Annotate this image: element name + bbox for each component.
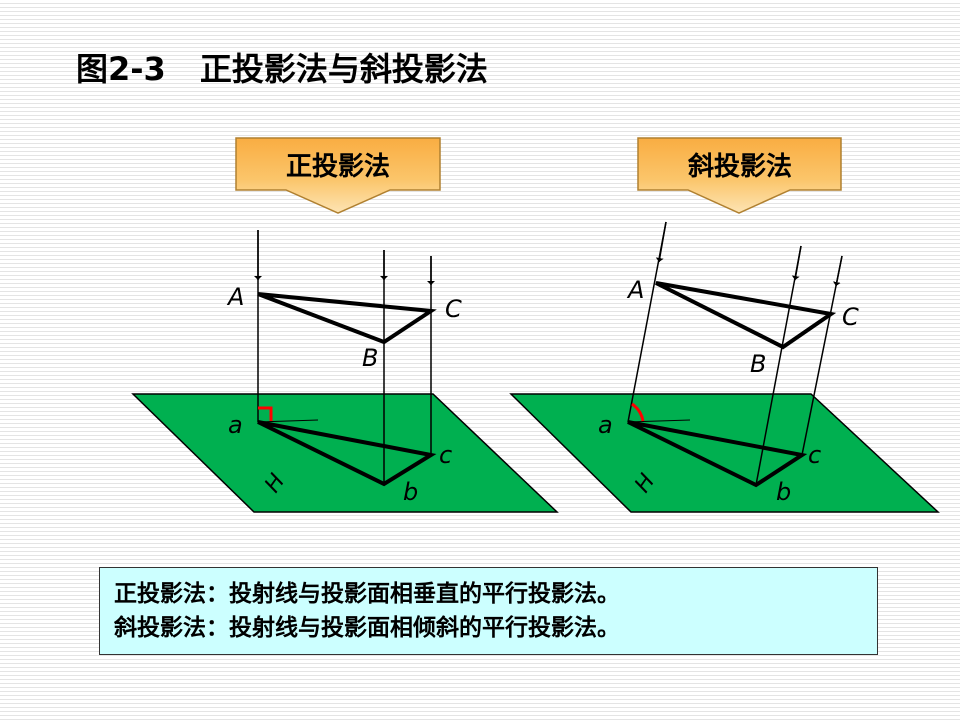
angle-mark [631, 402, 645, 422]
projection-plane-h [131, 393, 559, 513]
figure-title: 正投影法与斜投影法 [199, 50, 488, 88]
ray-arrowhead-c [832, 255, 843, 287]
point-label-b: b [776, 478, 791, 506]
point-label-C: C [842, 303, 859, 331]
space-triangle-abc [655, 281, 837, 350]
right-angle-mark [258, 406, 273, 421]
point-label-C: C [445, 295, 462, 323]
figure-number: 图2-3 [76, 50, 166, 88]
orthogonal-projection-group: 正投影法 A B C a b c H [131, 137, 559, 513]
ray-arrowhead-a [655, 221, 667, 263]
point-label-b: b [403, 478, 418, 506]
projection-plane-h [509, 393, 940, 513]
point-label-A: A [226, 283, 244, 311]
orthogonal-label-arrow [235, 137, 441, 214]
oblique-projection-group: 斜投影法 A B C a b c H [509, 137, 940, 513]
point-label-c: c [439, 441, 452, 469]
point-label-A: A [626, 276, 644, 304]
ray-arrowhead-b [791, 245, 802, 281]
definition-caption: 正投影法：投射线与投影面相垂直的平行投影法。 斜投影法：投射线与投影面相倾斜的平… [99, 567, 878, 655]
projected-triangle-abc [627, 420, 808, 488]
caption-line-oblique: 斜投影法：投射线与投影面相倾斜的平行投影法。 [114, 614, 620, 641]
page-title: 图2-3 正投影法与斜投影法 [76, 44, 488, 90]
projection-ray-c [801, 255, 843, 456]
reference-line [257, 419, 319, 423]
reference-line [627, 419, 691, 423]
caption-line-orthogonal: 正投影法：投射线与投影面相垂直的平行投影法。 [114, 580, 620, 607]
point-label-a: a [598, 411, 613, 439]
oblique-label-arrow [637, 137, 842, 214]
projection-ray-b [755, 245, 802, 486]
orthogonal-label: 正投影法 [286, 152, 390, 182]
point-label-B: B [750, 350, 766, 378]
projected-triangle-abc [257, 420, 437, 487]
point-label-c: c [808, 441, 821, 469]
point-label-B: B [362, 344, 378, 372]
point-label-a: a [228, 411, 243, 439]
oblique-label: 斜投影法 [687, 152, 792, 182]
space-triangle-abc [257, 292, 437, 345]
